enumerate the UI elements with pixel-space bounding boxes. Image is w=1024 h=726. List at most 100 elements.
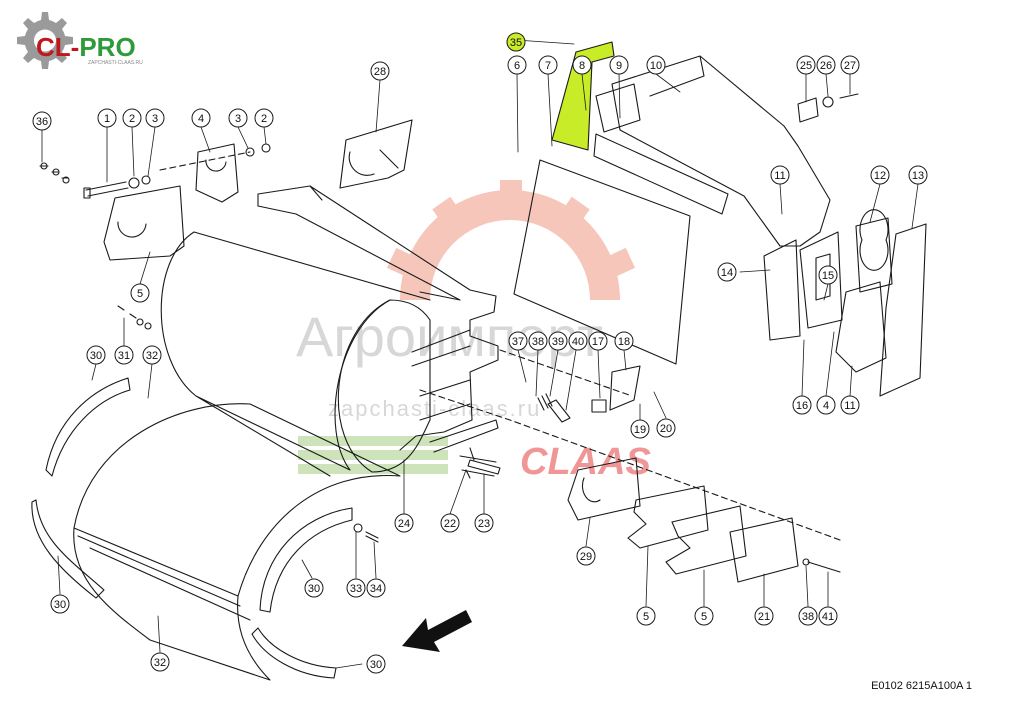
callout-6: 6 (507, 55, 527, 75)
callout-label: 14 (721, 267, 733, 279)
callout-label: 3 (235, 113, 241, 125)
part-housing-10 (611, 55, 831, 247)
watermark-green-bars (298, 436, 448, 474)
callout-label: 13 (912, 170, 924, 182)
callout-circle (507, 55, 527, 75)
callout-label: 10 (650, 60, 662, 72)
callout-23: 23 (474, 513, 494, 533)
callout-3: 3 (228, 108, 248, 128)
callout-5: 5 (636, 606, 656, 626)
part-drum (160, 231, 431, 477)
callout-circle (86, 345, 106, 365)
callout-35: 35 (506, 32, 526, 52)
callout-36: 36 (32, 111, 52, 131)
callout-label: 9 (616, 60, 622, 72)
callout-34: 34 (366, 578, 386, 598)
part-plate-13 (879, 223, 927, 397)
callout-circle (576, 546, 596, 566)
callout-circle (548, 331, 568, 351)
callout-circle (588, 331, 608, 351)
callout-circle (50, 594, 70, 614)
callout-label: 40 (572, 336, 584, 348)
callout-3: 3 (145, 108, 165, 128)
callout-label: 6 (514, 60, 520, 72)
callout-circle (145, 108, 165, 128)
callout-label: 30 (90, 350, 102, 362)
callout-circle (568, 331, 588, 351)
callout-circle (122, 108, 142, 128)
callout-label: 32 (154, 657, 166, 669)
direction-arrow-icon (402, 610, 472, 652)
callout-label: 15 (822, 270, 834, 282)
cl-pro-logo: CL-PRO ZAPCHASTI-CLAAS.RU (6, 4, 156, 74)
callout-label: 39 (552, 336, 564, 348)
callout-label: 26 (820, 60, 832, 72)
callout-label: 16 (796, 400, 808, 412)
callout-circle (840, 55, 860, 75)
callout-32: 32 (142, 345, 162, 365)
logo-tagline: ZAPCHASTI-CLAAS.RU (88, 60, 143, 66)
watermark: Агроимпорт zapchasti-claas.ru CLAAS (296, 180, 651, 483)
callout-30: 30 (366, 654, 386, 674)
callout-circle (798, 606, 818, 626)
callout-18: 18 (614, 331, 634, 351)
callout-label: 11 (844, 400, 855, 412)
callout-4: 4 (191, 108, 211, 128)
callout-label: 23 (478, 518, 490, 530)
callout-circle (646, 55, 666, 75)
callout-circle (474, 513, 494, 533)
part-segment-30-a (45, 377, 131, 477)
part-bolt-1 (83, 181, 129, 199)
callout-5: 5 (130, 283, 150, 303)
callout-label: 29 (580, 551, 592, 563)
callout-circle (304, 578, 324, 598)
part-plate-29 (567, 457, 641, 521)
callout-circle (818, 606, 838, 626)
callout-circle (818, 265, 838, 285)
callout-label: 12 (874, 170, 886, 182)
callout-17: 17 (588, 331, 608, 351)
callout-label: 37 (512, 336, 524, 348)
callout-label: 32 (146, 350, 158, 362)
callout-circle (840, 395, 860, 415)
callout-circle (870, 165, 890, 185)
callout-label: 27 (844, 60, 856, 72)
callout-circle (394, 513, 414, 533)
callout-14: 14 (717, 262, 737, 282)
callout-circle (130, 283, 150, 303)
callout-circle (908, 165, 928, 185)
callout-label: 30 (308, 583, 320, 595)
callout-29: 29 (576, 546, 596, 566)
callout-8: 8 (572, 55, 592, 75)
callout-label: 4 (823, 400, 829, 412)
callout-label: 5 (137, 288, 143, 300)
callout-32: 32 (150, 652, 170, 672)
callout-label: 38 (802, 611, 814, 623)
callout-circle (150, 652, 170, 672)
part-bracket-5-top (103, 185, 185, 261)
part-plate-21 (729, 517, 799, 583)
callout-circle (614, 331, 634, 351)
part-frame-24 (257, 185, 499, 451)
callout-circle (191, 108, 211, 128)
callout-circle (142, 345, 162, 365)
part-segment-30-c (259, 507, 353, 613)
callout-33: 33 (346, 578, 366, 598)
callout-2: 2 (254, 108, 274, 128)
callout-20: 20 (656, 418, 676, 438)
part-grommet-25 (797, 97, 819, 123)
callout-circle (366, 654, 386, 674)
callout-1: 1 (97, 108, 117, 128)
callout-circle (366, 578, 386, 598)
callout-25: 25 (796, 55, 816, 75)
callout-21: 21 (754, 606, 774, 626)
callout-11: 11 (770, 165, 790, 185)
callout-label: 18 (618, 336, 630, 348)
callout-circle (717, 262, 737, 282)
callout-22: 22 (440, 513, 460, 533)
callout-label: 41 (822, 611, 834, 623)
callout-circle (228, 108, 248, 128)
part-plate-9 (595, 83, 641, 133)
callout-label: 36 (36, 116, 48, 128)
